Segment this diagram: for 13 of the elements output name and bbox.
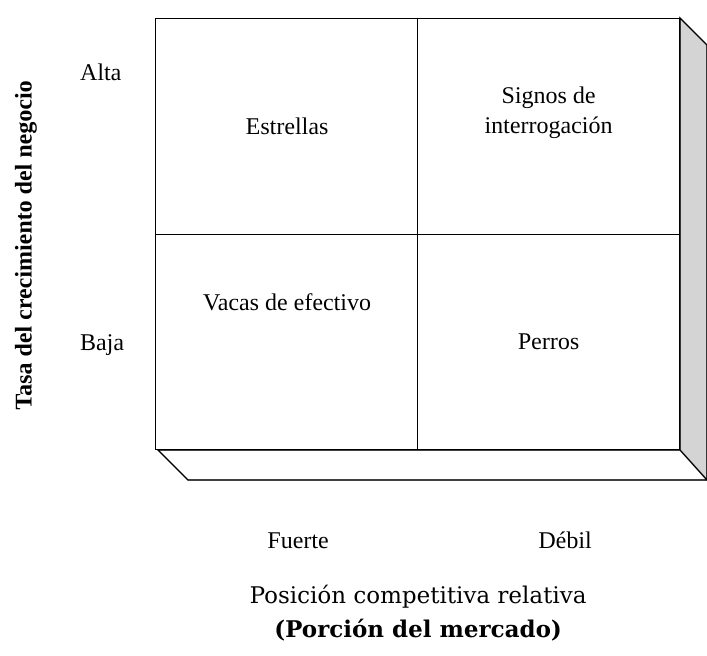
quadrant-label: Perros (516, 328, 580, 357)
axis-tick-label: Fuerte (267, 528, 329, 555)
quadrant-cell (155, 18, 419, 236)
axis-title: Tasa del crecimiento del negocio (12, 80, 38, 410)
axis-title: Posición competitiva relativa (250, 583, 586, 609)
quadrant-label: Signos de interrogación (484, 82, 614, 141)
quadrant-label: Estrellas (244, 113, 330, 142)
quadrant-label: Vacas de efectivo (202, 289, 372, 318)
axis-tick-label: Baja (80, 330, 124, 357)
axis-tick-label: Alta (80, 60, 122, 87)
axis-tick-label: Débil (538, 528, 592, 555)
quadrant-cell (417, 18, 680, 236)
axis-title: (Porción del mercado) (274, 616, 562, 643)
